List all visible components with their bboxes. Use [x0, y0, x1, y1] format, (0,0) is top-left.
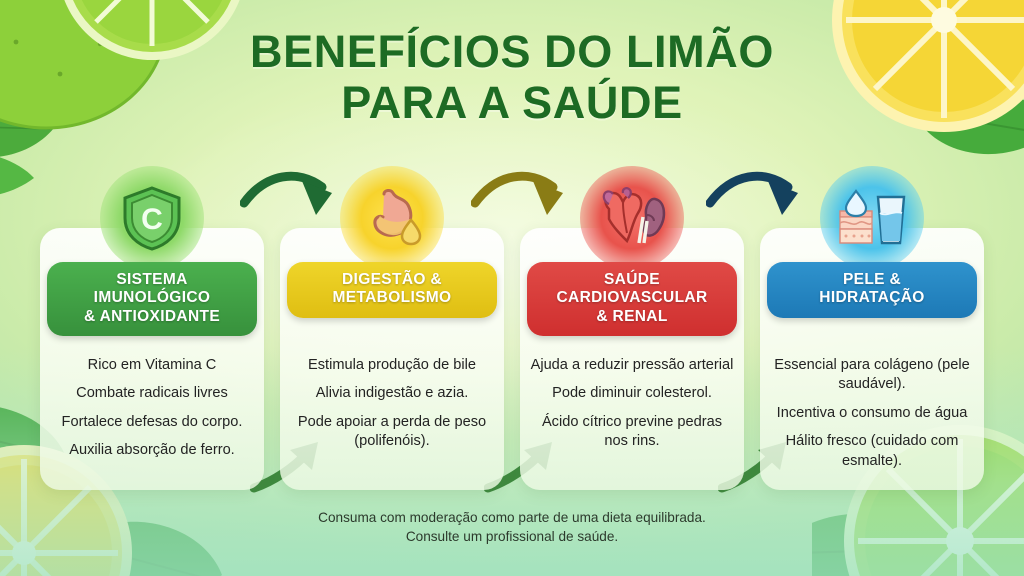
benefit-point: Ajuda a reduzir pressão arterial — [530, 357, 734, 373]
heading-line: SISTEMA — [116, 271, 188, 288]
benefit-point: Pode diminuir colesterol. — [552, 385, 712, 402]
page-title: BENEFÍCIOS DO LIMÃO PARA A SAÚDE — [0, 26, 1024, 129]
card-heading-digestion: DIGESTÃO & METABOLISMO — [287, 262, 497, 318]
benefit-point: Combate radicais livres — [76, 385, 228, 402]
card-body-digestion: Estimula produção de bile Alivia indiges… — [290, 356, 494, 452]
benefit-point: Essencial para colágeno (pele saudável). — [774, 357, 970, 393]
benefit-point: Pode apoiar a perda de peso (polifenóis)… — [297, 413, 487, 450]
heading-line: IMUNOLÓGICO — [93, 289, 211, 307]
benefit-point: Estimula produção de bile — [308, 357, 476, 373]
heading-line: HIDRATAÇÃO — [819, 289, 925, 307]
arrow-digestion-to-cardio — [470, 163, 575, 228]
heading-line: CARDIOVASCULAR — [556, 289, 708, 307]
title-line-1: BENEFÍCIOS DO LIMÃO — [250, 26, 774, 77]
skin-hydration-water-glass-icon — [820, 166, 924, 270]
heading-line: METABOLISMO — [332, 289, 452, 307]
benefit-card-immune[interactable]: C SISTEMA IMUNOLÓGICO & ANTIOXIDANTE Ric… — [40, 166, 264, 490]
heading-line: & ANTIOXIDANTE — [83, 307, 221, 325]
skin-layers — [839, 210, 873, 244]
heading-line: DIGESTÃO & — [342, 271, 442, 288]
heading-line: & RENAL — [596, 307, 668, 325]
heart-kidney-icon — [580, 166, 684, 270]
benefit-cards-row: C SISTEMA IMUNOLÓGICO & ANTIOXIDANTE Ric… — [40, 166, 984, 498]
card-heading-cardio-renal: SAÚDE CARDIOVASCULAR & RENAL — [527, 262, 737, 336]
svg-text:C: C — [141, 203, 163, 236]
benefit-card-cardio-renal[interactable]: SAÚDE CARDIOVASCULAR & RENAL Ajuda a red… — [520, 166, 744, 490]
disclaimer-line-2: Consulte um profissional de saúde. — [405, 529, 619, 545]
card-body-immune: Rico em Vitamina C Combate radicais livr… — [50, 356, 254, 461]
card-heading-immune: SISTEMA IMUNOLÓGICO & ANTIOXIDANTE — [47, 262, 257, 336]
stomach-bile-drop-icon — [340, 166, 444, 270]
benefit-point: Incentiva o consumo de água — [776, 404, 968, 421]
benefit-point: Rico em Vitamina C — [87, 357, 217, 373]
disclaimer-footer: Consuma com moderação como parte de uma … — [0, 508, 1024, 547]
card-body-cardio-renal: Ajuda a reduzir pressão arterial Pode di… — [530, 356, 734, 452]
arrow-immune-to-digestion — [239, 163, 344, 228]
benefit-point: Ácido cítrico previne pedras nos rins. — [541, 413, 723, 450]
card-heading-skin-hydration: PELE & HIDRATAÇÃO — [767, 262, 977, 318]
benefit-card-digestion[interactable]: DIGESTÃO & METABOLISMO Estimula produção… — [280, 166, 504, 490]
arrow-cardio-to-skin — [705, 163, 810, 228]
shield-vitamin-c-icon: C — [100, 166, 204, 270]
heading-line: SAÚDE — [603, 271, 660, 288]
benefit-point: Auxilia absorção de ferro. — [69, 442, 235, 459]
benefit-point: Alivia indigestão e azia. — [315, 385, 469, 402]
benefit-point: Fortalece defesas do corpo. — [61, 413, 243, 430]
water-glass — [876, 195, 906, 245]
benefit-card-skin-hydration[interactable]: PELE & HIDRATAÇÃO Essencial para colágen… — [760, 166, 984, 490]
benefit-point: Hálito fresco (cuidado com esmalte). — [785, 433, 959, 469]
heading-line: PELE & — [842, 271, 902, 288]
title-line-2: PARA A SAÚDE — [341, 77, 683, 129]
disclaimer-line-1: Consuma com moderação como parte de uma … — [318, 510, 706, 525]
card-body-skin-hydration: Essencial para colágeno (pele saudável).… — [770, 356, 974, 471]
